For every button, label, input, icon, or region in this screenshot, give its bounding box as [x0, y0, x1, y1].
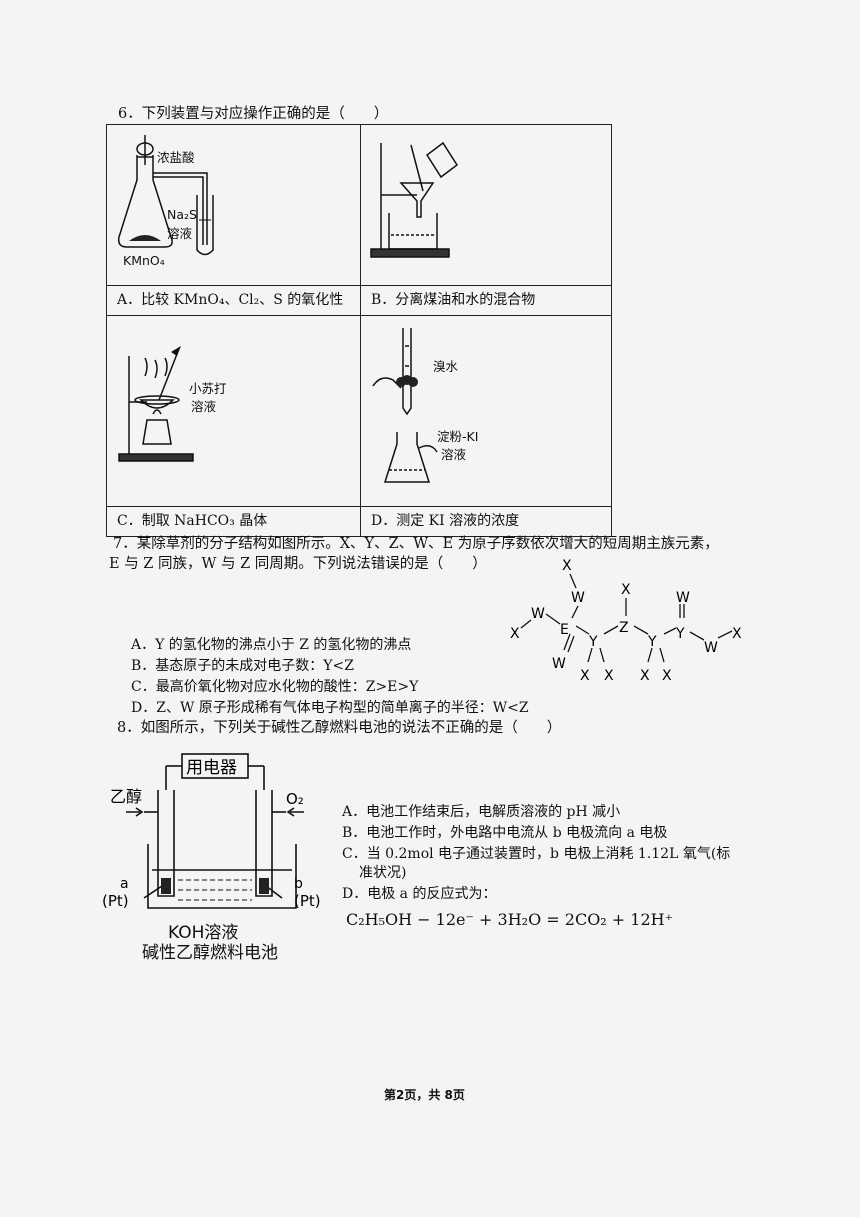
q6-cell-b: B．分离煤油和水的混合物: [360, 124, 612, 316]
label-conc-hcl: 浓盐酸: [157, 150, 195, 165]
q8-option-d: D．电极 a 的反应式为：: [342, 886, 497, 902]
mol-w-right: W: [704, 640, 718, 656]
mol-x-y1-b: X: [604, 668, 614, 684]
label-starch-ki-solution: 溶液: [441, 447, 467, 462]
mol-x-y2-b: X: [662, 668, 672, 684]
mol-z: Z: [619, 620, 629, 636]
q7-option-d: D．Z、W 原子形成稀有气体电子构型的简单离子的半径：W<Z: [131, 700, 529, 716]
mol-x-y2-a: X: [640, 668, 650, 684]
q6-option-b: B．分离煤油和水的混合物: [361, 285, 611, 315]
mol-x-z-top: X: [621, 582, 631, 598]
electrode-a-material: (Pt): [102, 892, 129, 910]
q6-stem: 6．下列装置与对应操作正确的是（ ）: [118, 106, 389, 122]
q6-option-c: C．制取 NaHCO₃ 晶体: [107, 506, 360, 536]
q6-figure-d: 溴水 淀粉-KI 溶液: [361, 316, 611, 506]
label-na2s: Na₂S: [167, 207, 197, 222]
evaporation-diagram: [118, 346, 194, 462]
q8-option-b: B．电池工作时，外电路中电流从 b 电极流向 a 电极: [342, 825, 668, 841]
label-na2s-solution: 溶液: [167, 226, 193, 241]
q7-option-b: B．基态原子的未成对电子数：Y<Z: [131, 658, 354, 674]
label-kmno4: KMnO₄: [123, 253, 165, 268]
herbicide-molecule-diagram: X W W X E W Y X Z Y W Y W X X X X X: [510, 558, 742, 684]
q6-figure-b: [361, 125, 611, 285]
q7-stem-line1: 7．某除草剂的分子结构如图所示。X、Y、Z、W、E 为原子序数依次增大的短周期主…: [113, 536, 719, 552]
device-label: 用电器: [186, 758, 237, 778]
q7-option-c: C．最高价氧化物对应水化物的酸性：Z>E>Y: [131, 679, 419, 695]
electrode-b-label: b: [294, 876, 303, 892]
mol-x-y1-a: X: [580, 668, 590, 684]
q8-option-c: C．当 0.2mol 电子通过装置时，b 电极上消耗 1.12L 氧气(标: [342, 846, 731, 862]
q6-options-table: 浓盐酸 Na₂S 溶液 KMnO₄ A．比较 KMnO₄、Cl₂、S 的氧化性: [106, 124, 612, 537]
q6-option-a: A．比较 KMnO₄、Cl₂、S 的氧化性: [107, 285, 360, 315]
q8-option-a: A．电池工作结束后，电解质溶液的 pH 减小: [342, 804, 621, 820]
mol-x-right: X: [732, 626, 742, 642]
mol-w-bottom: W: [552, 656, 566, 672]
page-footer: 第2页，共 8页: [384, 1088, 465, 1102]
mol-y-3: Y: [675, 626, 685, 642]
q8-stem: 8．如图所示，下列关于碱性乙醇燃料电池的说法不正确的是（ ）: [117, 720, 562, 736]
mol-w-left: W: [531, 606, 545, 622]
q7-stem-line2: E 与 Z 同族，W 与 Z 同周期。下列说法错误的是（ ）: [109, 556, 487, 572]
mol-w-upper: W: [571, 590, 585, 606]
q6-cell-d: 溴水 淀粉-KI 溶液 D．测定 KI 溶液的浓度: [360, 315, 612, 537]
mol-y-1: Y: [588, 634, 598, 650]
q8-equation: C₂H₅OH − 12e⁻ + 3H₂O = 2CO₂ + 12H⁺: [346, 910, 674, 929]
oxygen-inlet-label: O₂: [286, 790, 304, 808]
label-starch-ki: 淀粉-KI: [437, 429, 479, 444]
fuel-cell-diagram: 用电器 乙醇 O₂ a (Pt) b (Pt): [102, 753, 321, 910]
mol-x-top: X: [562, 558, 572, 574]
q6-option-d: D．测定 KI 溶液的浓度: [361, 506, 611, 536]
electrode-b-material: (Pt): [294, 892, 321, 910]
q8-option-c-cont: 准状况): [359, 865, 407, 881]
electrode-a-label: a: [120, 876, 129, 892]
q6-figure-c: 小苏打 溶液: [107, 316, 360, 506]
mol-w-top-right: W: [676, 590, 690, 606]
electrolyte-label: KOH溶液: [168, 923, 239, 943]
filtration-diagram: [370, 141, 459, 258]
q6-figure-a: 浓盐酸 Na₂S 溶液 KMnO₄: [107, 125, 360, 285]
q6-cell-c: 小苏打 溶液 C．制取 NaHCO₃ 晶体: [106, 315, 361, 537]
titration-diagram: [372, 328, 438, 483]
q6-cell-a: 浓盐酸 Na₂S 溶液 KMnO₄ A．比较 KMnO₄、Cl₂、S 的氧化性: [106, 124, 361, 316]
q7-option-a: A．Y 的氢化物的沸点小于 Z 的氢化物的沸点: [131, 637, 412, 653]
cell-caption: 碱性乙醇燃料电池: [142, 943, 278, 963]
ethanol-inlet-label: 乙醇: [110, 787, 142, 806]
mol-e: E: [560, 622, 569, 638]
mol-y-2: Y: [647, 634, 657, 650]
mol-x-left: X: [510, 626, 520, 642]
label-bromine-water: 溴水: [433, 359, 459, 374]
label-baking-soda-solution: 溶液: [191, 399, 217, 414]
label-baking-soda: 小苏打: [189, 381, 227, 396]
chlorine-generator-diagram: [117, 135, 214, 256]
